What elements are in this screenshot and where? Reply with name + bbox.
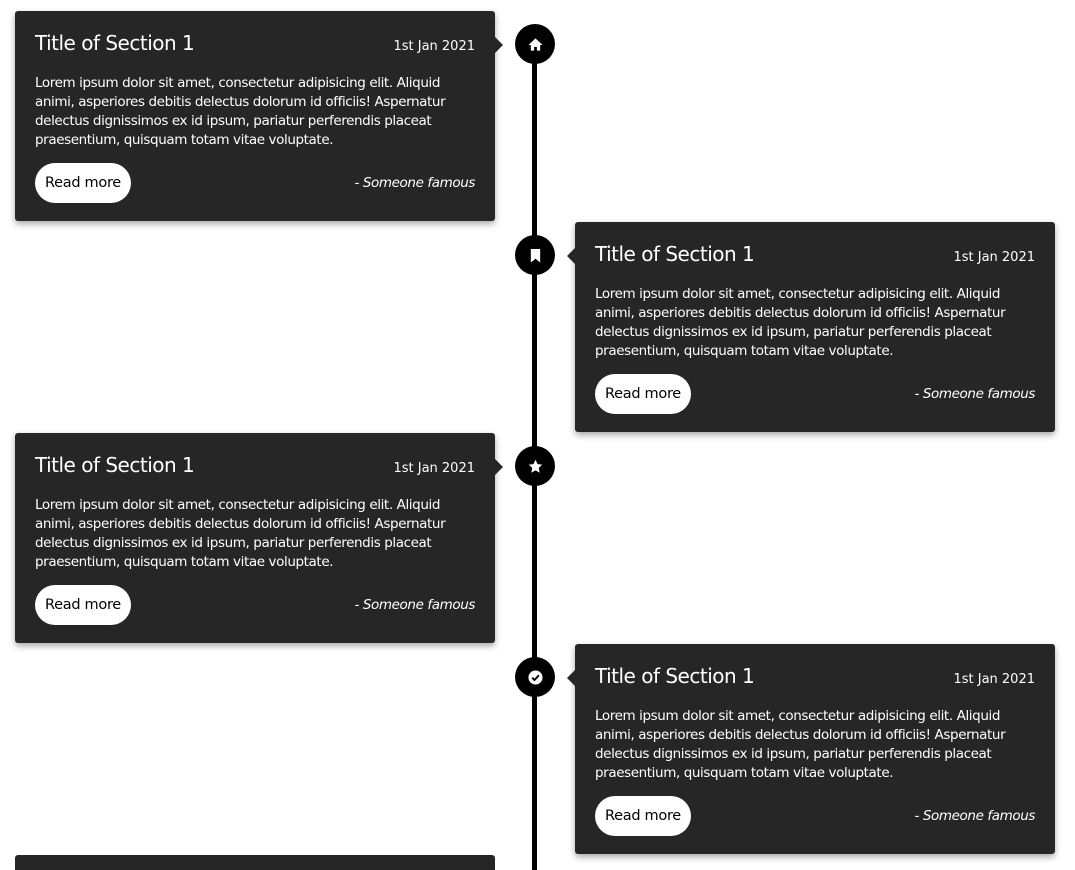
card-date: 1st Jan 2021 bbox=[953, 672, 1035, 687]
card-title: Title of Section 1 bbox=[595, 242, 755, 266]
timeline-card: Title of Section 1 1st Jan 2021 Lorem ip… bbox=[15, 433, 503, 643]
read-more-button[interactable]: Read more bbox=[595, 374, 691, 414]
quote-attribution: - Someone famous bbox=[914, 386, 1036, 402]
card-title: Title of Section 1 bbox=[595, 664, 755, 688]
card-date: 1st Jan 2021 bbox=[393, 461, 475, 476]
card-body-text: Lorem ipsum dolor sit amet, consectetur … bbox=[35, 75, 446, 148]
timeline-card: Title of Section 1 1st Jan 2021 Lorem ip… bbox=[15, 11, 503, 221]
home-icon bbox=[515, 24, 555, 64]
card-footer: Read more - Someone famous bbox=[595, 374, 1035, 414]
card-header: Title of Section 1 1st Jan 2021 bbox=[35, 453, 475, 487]
read-more-button[interactable]: Read more bbox=[595, 796, 691, 836]
card-footer: Read more - Someone famous bbox=[35, 585, 475, 625]
card-footer: Read more - Someone famous bbox=[35, 163, 475, 203]
card-footer: Read more - Someone famous bbox=[595, 796, 1035, 836]
bookmark-icon bbox=[515, 235, 555, 275]
card-body-text: Lorem ipsum dolor sit amet, consectetur … bbox=[595, 708, 1006, 781]
card-date: 1st Jan 2021 bbox=[953, 250, 1035, 265]
card-title: Title of Section 1 bbox=[35, 31, 195, 55]
card-header: Title of Section 1 1st Jan 2021 bbox=[595, 242, 1035, 276]
card-date: 1st Jan 2021 bbox=[393, 39, 475, 54]
card-header: Title of Section 1 1st Jan 2021 bbox=[35, 31, 475, 65]
quote-attribution: - Someone famous bbox=[354, 175, 476, 191]
card-header: Title of Section 1 1st Jan 2021 bbox=[595, 664, 1035, 698]
card-body-text: Lorem ipsum dolor sit amet, consectetur … bbox=[35, 497, 446, 570]
read-more-button[interactable]: Read more bbox=[35, 585, 131, 625]
card-body-text: Lorem ipsum dolor sit amet, consectetur … bbox=[595, 286, 1006, 359]
read-more-button[interactable]: Read more bbox=[35, 163, 131, 203]
star-icon bbox=[515, 446, 555, 486]
timeline-card: Title of Section 1 1st Jan 2021 Lorem ip… bbox=[567, 222, 1055, 432]
timeline-card: Title of Section 1 1st Jan 2021 Lorem ip… bbox=[567, 644, 1055, 854]
timeline-card-partial bbox=[15, 855, 495, 870]
quote-attribution: - Someone famous bbox=[354, 597, 476, 613]
card-title: Title of Section 1 bbox=[35, 453, 195, 477]
quote-attribution: - Someone famous bbox=[914, 808, 1036, 824]
check-circle-icon bbox=[515, 657, 555, 697]
